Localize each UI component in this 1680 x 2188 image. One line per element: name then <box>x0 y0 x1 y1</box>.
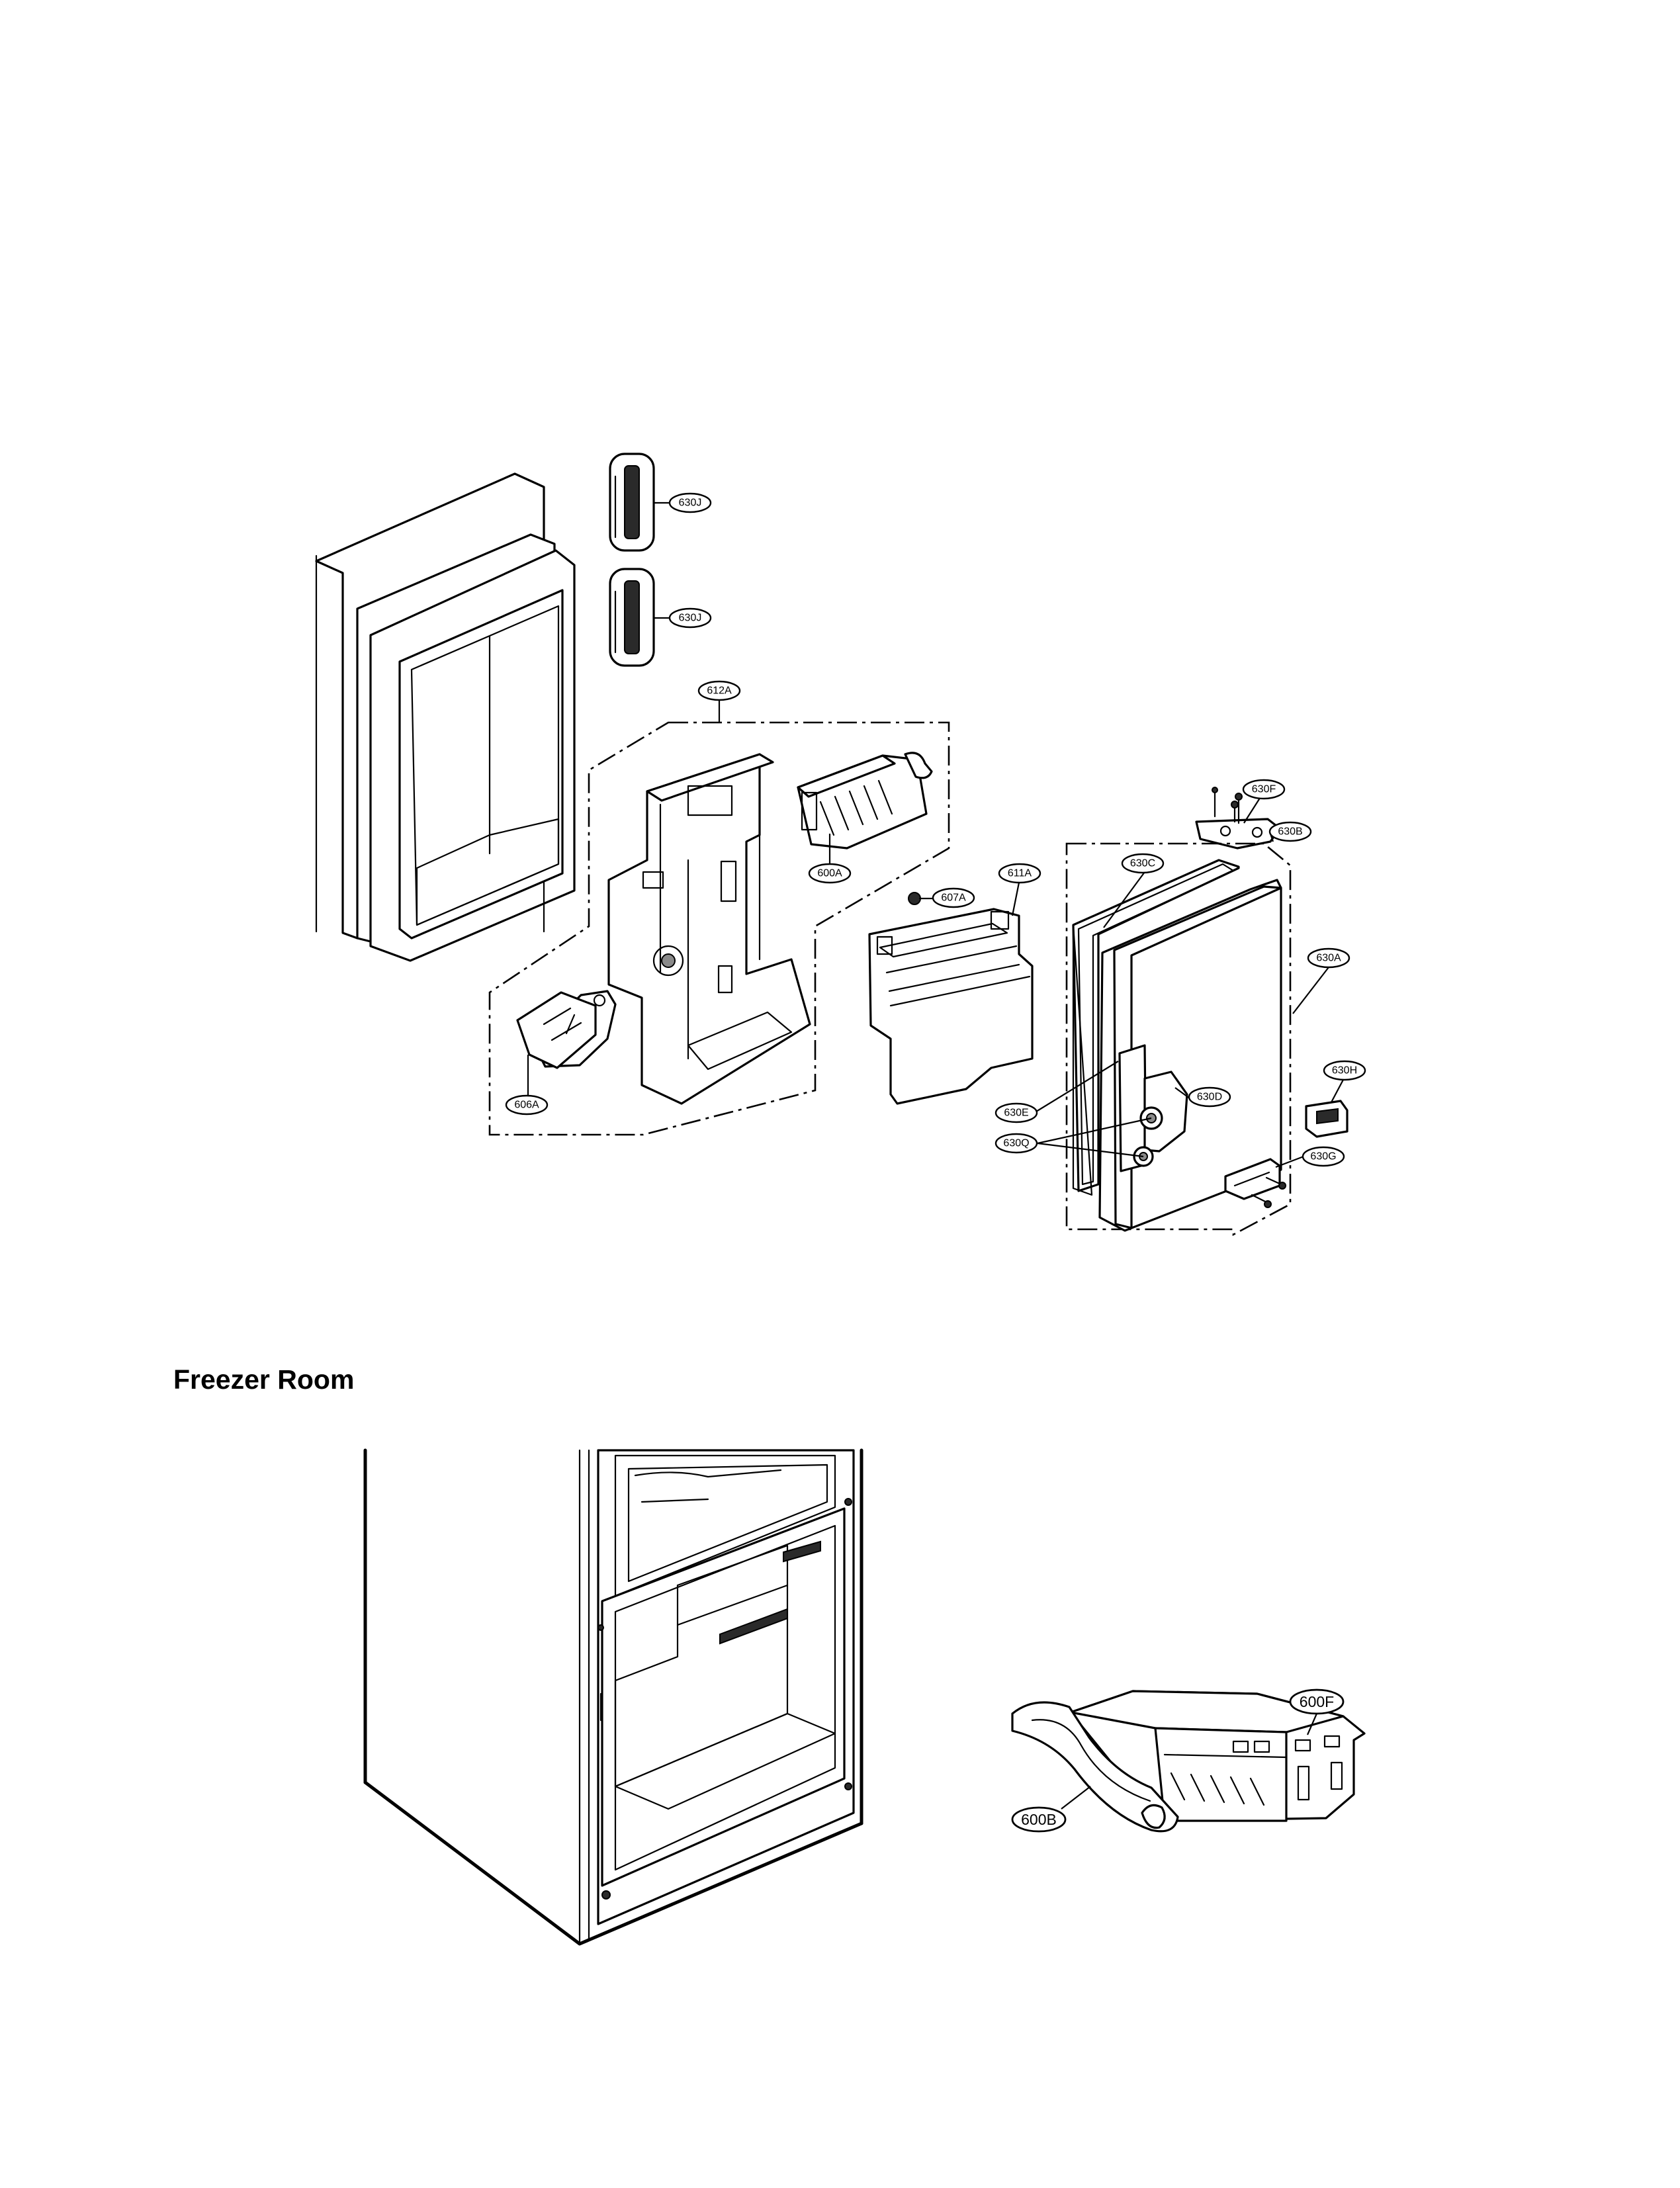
svg-text:630H: 630H <box>1332 1065 1357 1076</box>
freezer-cabinet-illustration <box>363 1448 863 1946</box>
callout-600b: 600B <box>1011 1806 1067 1833</box>
freezer-door-illustration <box>315 472 576 962</box>
callout-612a: 612A <box>697 680 741 701</box>
svg-text:600F: 600F <box>1300 1693 1334 1710</box>
ice-door-panel <box>1098 879 1282 1232</box>
callout-630j-upper: 630J <box>668 492 712 513</box>
bracket-606a <box>516 990 617 1069</box>
svg-text:630F: 630F <box>1252 784 1276 795</box>
callout-630c: 630C <box>1121 853 1165 874</box>
svg-text:630Q: 630Q <box>1003 1138 1029 1149</box>
hinge-630f <box>1195 787 1281 850</box>
svg-text:630D: 630D <box>1197 1092 1222 1103</box>
svg-text:630B: 630B <box>1278 826 1302 838</box>
part-630h <box>1305 1100 1348 1138</box>
svg-text:630E: 630E <box>1004 1108 1028 1119</box>
callout-606a: 606A <box>505 1094 549 1116</box>
callout-630b: 630B <box>1268 821 1312 842</box>
svg-text:630G: 630G <box>1310 1151 1336 1162</box>
svg-text:630C: 630C <box>1130 858 1155 869</box>
ice-maker-600a <box>797 752 933 850</box>
callout-630d: 630D <box>1188 1086 1231 1108</box>
callout-630h: 630H <box>1323 1060 1366 1081</box>
callout-607a: 607A <box>932 887 975 908</box>
callout-630q: 630Q <box>995 1133 1038 1154</box>
svg-text:630A: 630A <box>1316 953 1341 964</box>
bracket-630g <box>1224 1158 1286 1208</box>
callout-611a: 611A <box>998 863 1041 884</box>
callout-630j-lower: 630J <box>668 607 712 629</box>
svg-text:607A: 607A <box>941 893 966 904</box>
gasket-630c <box>1072 859 1240 1196</box>
callout-630g: 630G <box>1302 1146 1345 1167</box>
ice-maker-600f-assembly <box>1011 1690 1366 1833</box>
callout-630f: 630F <box>1242 779 1286 800</box>
svg-text:600A: 600A <box>817 868 842 879</box>
door-handle-630j-upper <box>609 453 655 552</box>
ice-bucket-housing <box>607 753 811 1105</box>
svg-text:611A: 611A <box>1008 868 1032 879</box>
callout-600a: 600A <box>808 863 852 884</box>
cover-611a <box>868 908 1034 1105</box>
svg-text:612A: 612A <box>707 685 732 697</box>
screw-607a <box>908 892 930 905</box>
callout-600f: 600F <box>1289 1688 1345 1715</box>
door-handle-630j-lower <box>609 568 655 667</box>
assembly-612a-boundary <box>488 721 950 1136</box>
callout-630e: 630E <box>995 1102 1038 1123</box>
svg-text:630J: 630J <box>679 498 702 509</box>
svg-text:606A: 606A <box>514 1100 539 1111</box>
svg-text:600B: 600B <box>1021 1811 1057 1828</box>
section-title-freezer-room: Freezer Room <box>173 1364 355 1395</box>
svg-text:630J: 630J <box>679 613 702 624</box>
callout-630a: 630A <box>1307 947 1350 969</box>
assembly-630a-boundary <box>1065 842 1292 1237</box>
